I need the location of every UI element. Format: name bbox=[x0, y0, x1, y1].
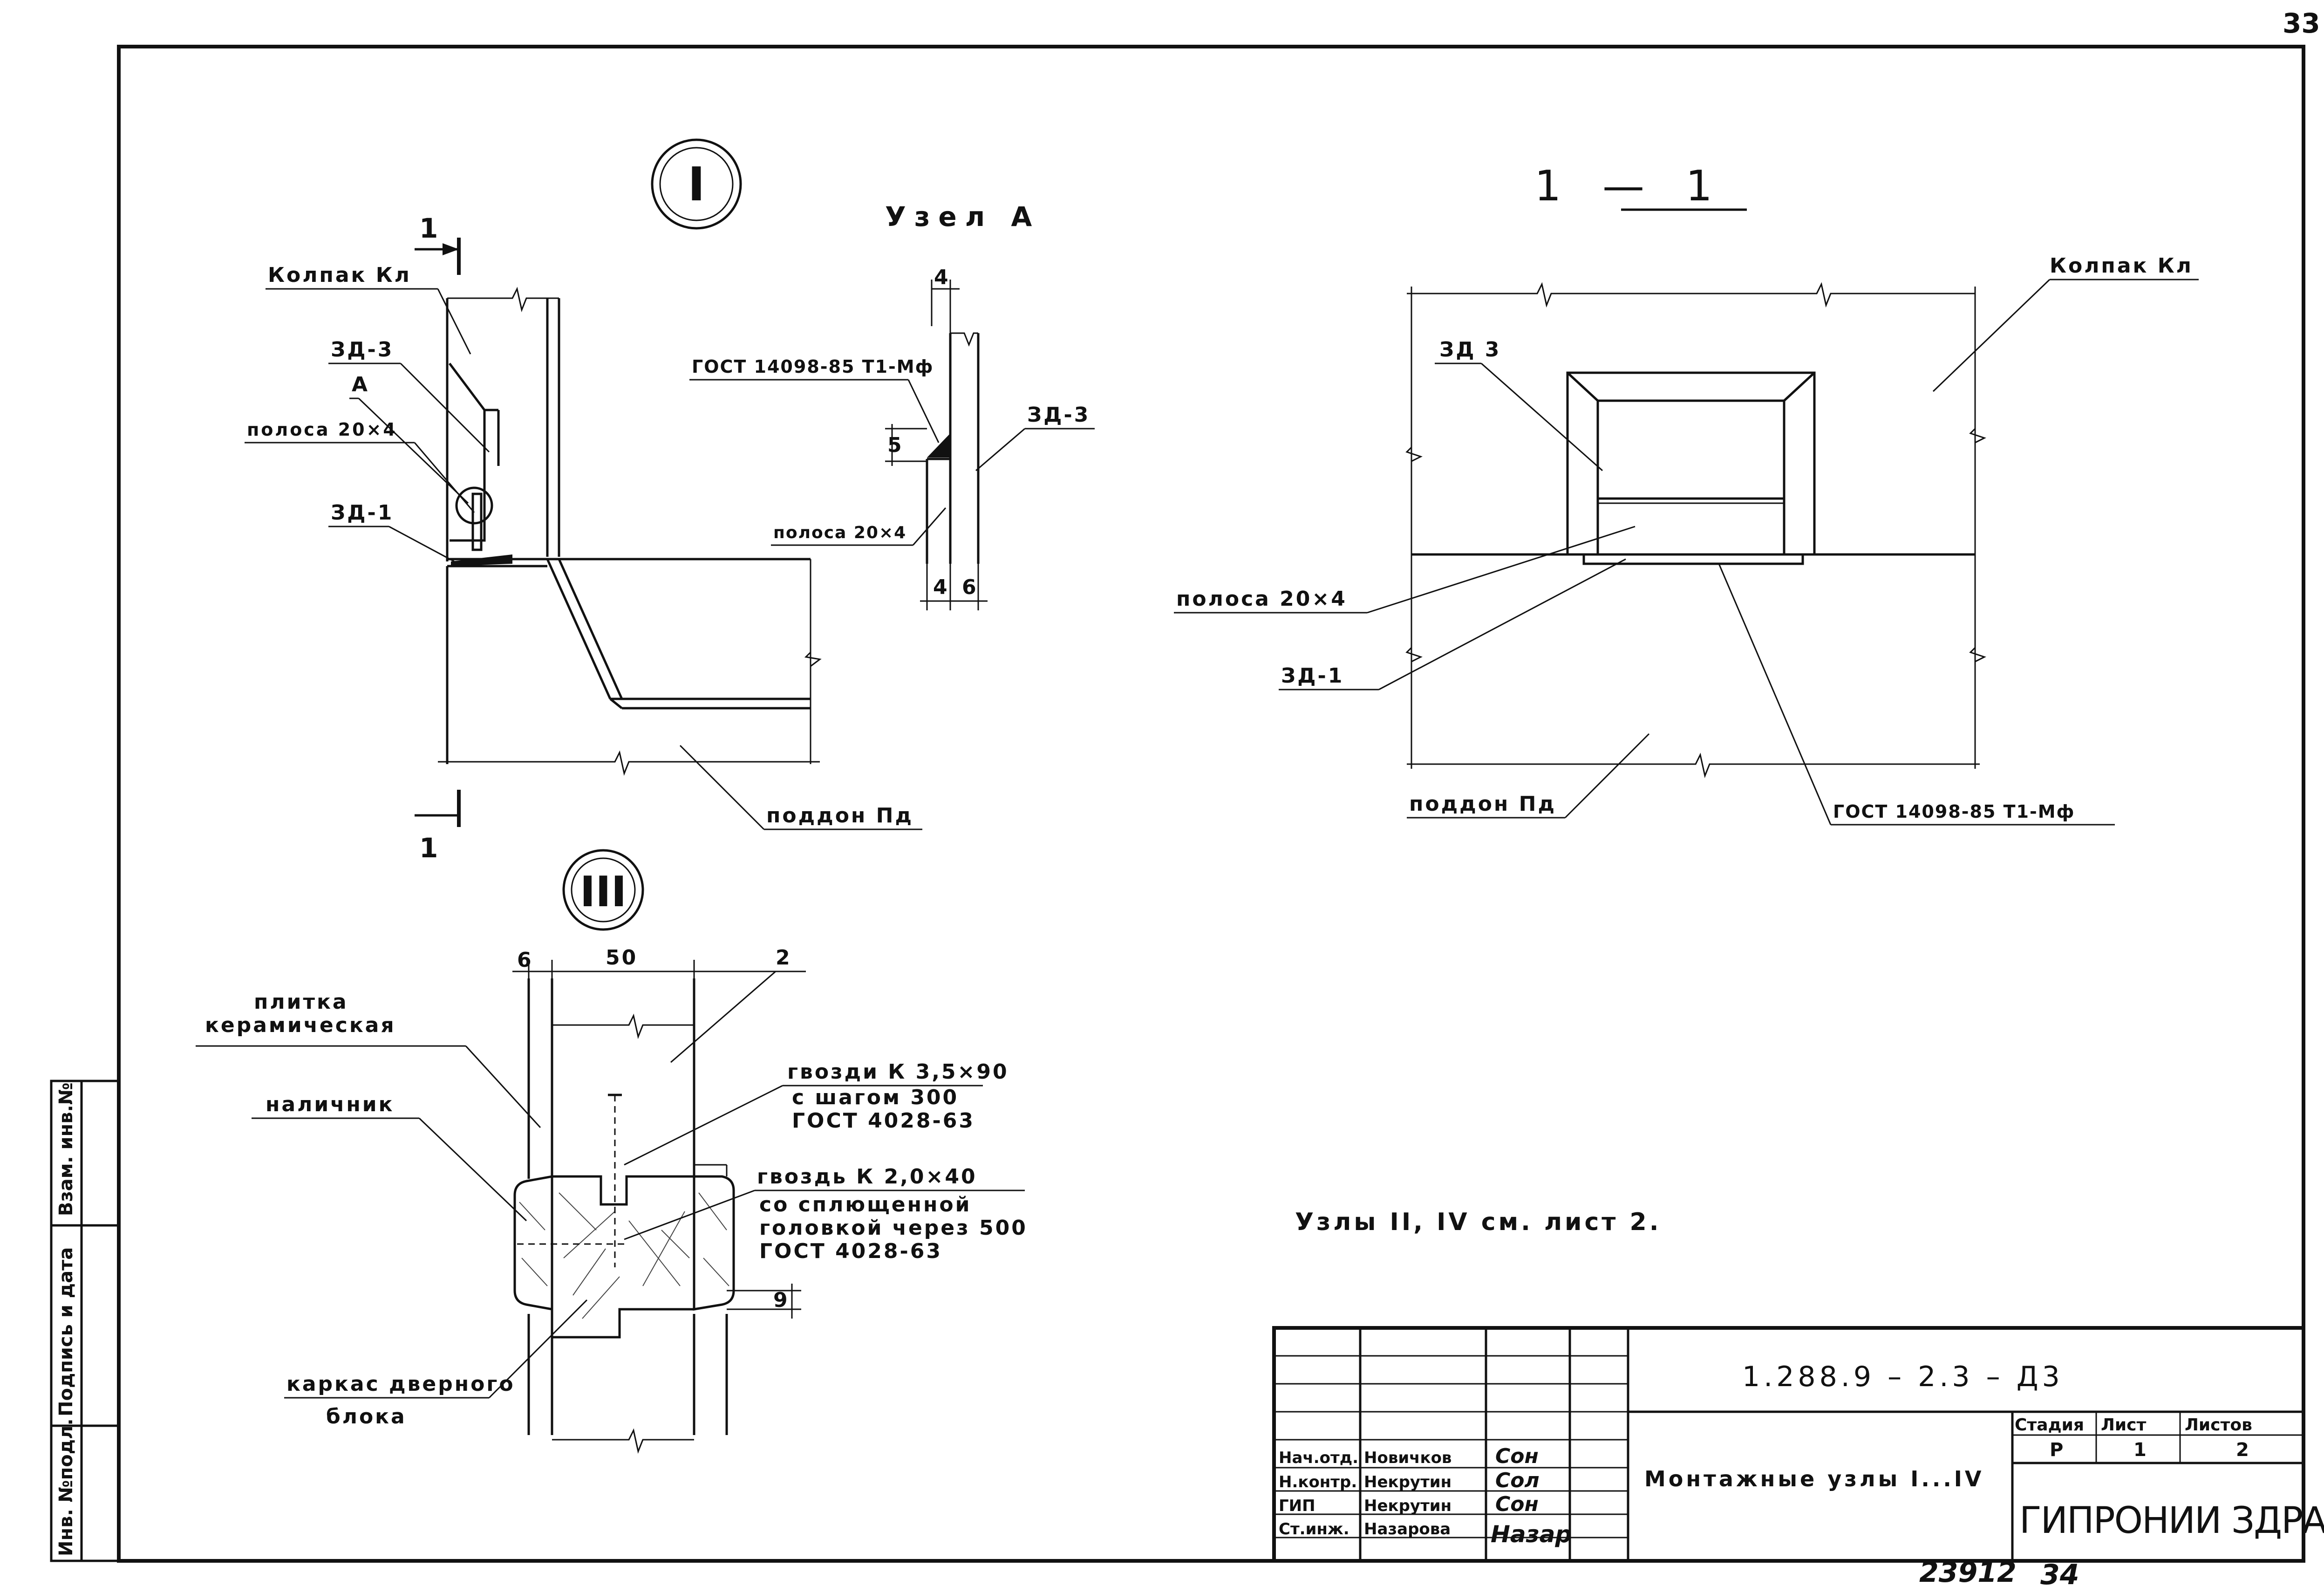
label-kolpak-node1: Колпак Кл bbox=[268, 263, 411, 287]
side-stamp: Инв. №подл. Подпись и дата Взам. инв.№ bbox=[50, 1080, 120, 1562]
label-gvozd-1: гвоздь К 2,0×40 bbox=[757, 1165, 977, 1189]
label-poddon-node1: поддон Пд bbox=[766, 804, 913, 827]
bottom-number-1: 23912 bbox=[1919, 1556, 2017, 1589]
label-polosa-node1: полоса 20×4 bbox=[247, 419, 397, 440]
role-4: Ст.инж. bbox=[1279, 1520, 1349, 1538]
role-3: ГИП bbox=[1279, 1497, 1315, 1515]
label-plitka-1: плитка bbox=[254, 990, 348, 1014]
label-zd3-node1: ЗД-3 bbox=[331, 338, 394, 362]
node-1-badge: I bbox=[688, 157, 705, 212]
label-2: 2 bbox=[776, 946, 792, 970]
name-1: Новичков bbox=[1364, 1449, 1452, 1467]
node-3-drawing: III 6 50 2 bbox=[196, 849, 1028, 1454]
label-karkas-1: каркас дверного bbox=[286, 1372, 515, 1396]
section-1-1-drawing: 1 — 1 Колпак Кл ЗД 3 полоса bbox=[1174, 162, 2199, 826]
name-3: Некрутин bbox=[1364, 1497, 1452, 1515]
sheet-title: Монтажные узлы I...IV bbox=[1644, 1466, 1984, 1491]
node-1-badge-outer bbox=[651, 138, 742, 230]
dim-50: 50 bbox=[606, 946, 638, 970]
sign-2: Сол bbox=[1495, 1469, 1540, 1492]
label-gvozd-3: головкой через 500 bbox=[759, 1216, 1028, 1240]
sign-3: Сон bbox=[1495, 1492, 1539, 1516]
uzel-a-dim-bottom-left: 4 bbox=[933, 575, 949, 599]
title-block: 1.288.9 – 2.3 – Д3 Монтажные узлы I...IV… bbox=[1272, 1326, 2324, 1563]
sign-4: Назар bbox=[1491, 1521, 1572, 1548]
label-plitka-2: керамическая bbox=[205, 1013, 396, 1037]
name-2: Некрутин bbox=[1364, 1473, 1452, 1491]
uzel-a-dim-top: 4 bbox=[934, 266, 950, 289]
label-a-node1: А bbox=[352, 373, 369, 397]
uzel-a-dim-bottom-right: 6 bbox=[962, 575, 978, 599]
stage-header: Стадия bbox=[2015, 1415, 2084, 1435]
label-zd1-section: ЗД-1 bbox=[1281, 664, 1344, 688]
cut-mark-top: 1 bbox=[419, 212, 438, 244]
page-number: 33 bbox=[2283, 7, 2320, 39]
node-3-badge: III bbox=[580, 868, 627, 916]
label-poddon-section: поддон Пд bbox=[1409, 792, 1556, 816]
dim-6: 6 bbox=[517, 948, 533, 972]
stamp-inv-label: Инв. №подл. bbox=[55, 1418, 77, 1556]
bottom-number-2: 34 bbox=[2040, 1559, 2079, 1591]
label-zd3-section: ЗД 3 bbox=[1439, 338, 1501, 362]
uzel-a-drawing: Узел А 4 5 4 6 ГОСТ 14098-85 Т1-Мф ЗД-3 … bbox=[689, 201, 1095, 610]
label-polosa-section: полоса 20×4 bbox=[1176, 587, 1347, 611]
label-kolpak-section: Колпак Кл bbox=[2050, 254, 2193, 278]
uzel-a-gost: ГОСТ 14098-85 Т1-Мф bbox=[692, 356, 934, 377]
cut-mark-bottom: 1 bbox=[419, 832, 438, 864]
uzel-a-zd3: ЗД-3 bbox=[1027, 403, 1090, 427]
name-4: Назарова bbox=[1364, 1520, 1451, 1538]
sign-1: Сон bbox=[1495, 1444, 1539, 1468]
label-gvozd-2: со сплющенной bbox=[759, 1193, 971, 1217]
uzel-a-dim-side: 5 bbox=[887, 433, 904, 457]
uzel-a-title: Узел А bbox=[885, 201, 1040, 232]
sheet-value: 1 bbox=[2133, 1439, 2147, 1461]
label-zd1-node1: ЗД-1 bbox=[331, 501, 394, 525]
role-1: Нач.отд. bbox=[1279, 1449, 1358, 1467]
sheets-value: 2 bbox=[2236, 1439, 2249, 1461]
role-2: Н.контр. bbox=[1279, 1473, 1357, 1491]
label-gost-section: ГОСТ 14098-85 Т1-Мф bbox=[1833, 801, 2075, 822]
label-gvozdi-1: гвозди К 3,5×90 bbox=[787, 1060, 1009, 1084]
stamp-sign-label: Подпись и дата bbox=[55, 1247, 77, 1416]
label-nalichnik: наличник bbox=[266, 1093, 394, 1116]
label-gvozd-4: ГОСТ 4028-63 bbox=[759, 1239, 942, 1263]
note-text: Узлы II, IV см. лист 2. bbox=[1295, 1208, 1661, 1236]
uzel-a-polosa: полоса 20×4 bbox=[773, 523, 906, 542]
label-gvozdi-3: ГОСТ 4028-63 bbox=[792, 1109, 975, 1133]
node-1-drawing: I 1 1 bbox=[245, 138, 922, 864]
sheet-header: Лист bbox=[2101, 1415, 2146, 1435]
sheet-frame bbox=[117, 45, 2305, 1563]
org-name: ГИПРОНИИ ЗДРАВ bbox=[2019, 1500, 2324, 1542]
section-title: 1 — 1 bbox=[1534, 162, 1726, 211]
label-gvozdi-2: с шагом 300 bbox=[792, 1086, 959, 1109]
sheets-header: Листов bbox=[2185, 1415, 2252, 1435]
stage-value: Р bbox=[2050, 1439, 2063, 1461]
doc-code: 1.288.9 – 2.3 – Д3 bbox=[1742, 1361, 2064, 1393]
dim-9: 9 bbox=[773, 1288, 790, 1312]
label-karkas-2: блока bbox=[326, 1405, 407, 1429]
stamp-vzam-label: Взам. инв.№ bbox=[55, 1082, 77, 1216]
